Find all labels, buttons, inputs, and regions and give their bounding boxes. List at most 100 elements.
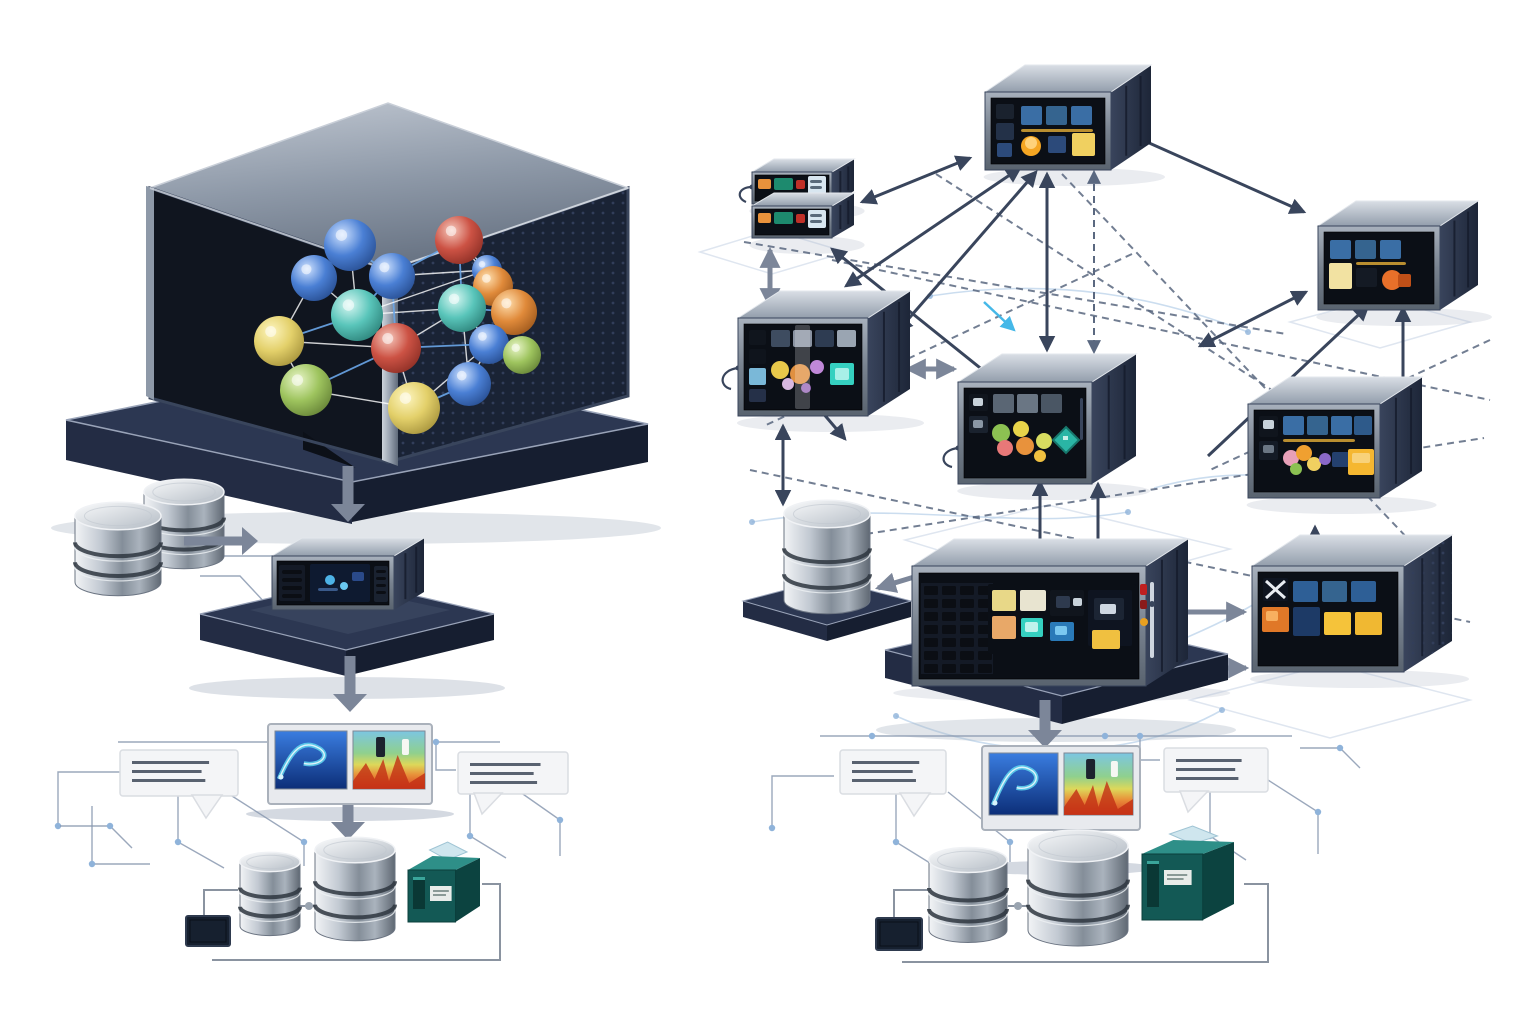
flow-arrow — [331, 466, 365, 522]
wave-visual-panel — [988, 752, 1059, 816]
screen-tile — [1398, 274, 1411, 287]
indicator-dot — [1013, 421, 1029, 437]
network-sphere — [469, 324, 509, 364]
doc-pointer — [190, 794, 224, 820]
screen-tile — [282, 578, 302, 582]
indicator-dot — [810, 360, 824, 374]
indicator-dot — [1307, 457, 1321, 471]
screen-tile — [973, 420, 983, 428]
network-sphere — [291, 255, 337, 301]
node-right-upper — [1246, 376, 1424, 499]
indicator-dot — [1319, 453, 1331, 465]
network-arrow — [896, 170, 1038, 333]
database-cylinder — [238, 851, 302, 937]
circuit-node-dot — [54, 822, 62, 830]
indicator-dot — [790, 364, 810, 384]
screen-tile — [376, 584, 386, 587]
screen-tile — [1041, 394, 1062, 413]
storage-wire — [212, 883, 501, 961]
screen-tile — [1355, 612, 1382, 635]
circuit-node-dot — [1101, 732, 1109, 740]
chip-module — [875, 917, 923, 951]
screen-tile — [993, 394, 1014, 413]
screen-tile — [1293, 581, 1318, 602]
dual-monitor — [267, 723, 433, 805]
node-center — [956, 353, 1138, 485]
screen-tile — [1356, 262, 1406, 265]
shadow — [957, 482, 1151, 500]
package-label — [430, 886, 452, 901]
doc-text-line — [132, 770, 202, 773]
objects — [65, 64, 1480, 724]
circuit-node-dot — [1314, 808, 1322, 816]
node-mini-rack-lower — [750, 192, 856, 239]
left-pipeline — [73, 478, 495, 676]
database-cylinder — [1026, 829, 1130, 947]
screen-tile — [1025, 622, 1038, 632]
screen-tile — [810, 214, 822, 217]
screen-tile — [1283, 416, 1304, 435]
neural-network-graph — [254, 216, 541, 434]
circuit-node-dot — [432, 738, 440, 746]
network-arrow — [1119, 128, 1307, 214]
screen-tile — [376, 577, 386, 580]
circuit-node-dot — [892, 838, 900, 846]
platform-right — [352, 424, 648, 522]
network-arrow — [983, 301, 1016, 332]
network-sphere — [438, 284, 486, 332]
screen-tile — [795, 325, 810, 409]
storage-row — [875, 825, 1269, 963]
network-sphere — [369, 253, 415, 299]
screen-tile — [992, 616, 1016, 639]
document-card — [119, 749, 239, 820]
circuit-node-dot — [556, 816, 564, 824]
screen-tile — [1330, 240, 1351, 259]
circuit-node-dot — [768, 824, 776, 832]
screen-tile — [835, 368, 849, 380]
gateway-appliance — [270, 537, 426, 611]
flow-arrow — [331, 798, 365, 840]
screen-tile — [1048, 136, 1066, 153]
flow-arrow — [333, 656, 367, 712]
screen-tile — [771, 330, 790, 347]
network-sphere — [280, 364, 332, 416]
circuit-trace — [1300, 747, 1361, 769]
indicator-dot — [992, 424, 1010, 442]
screen-tile — [1140, 600, 1147, 609]
screen-tile — [1380, 240, 1401, 259]
probe-marker — [401, 739, 409, 755]
screen-tile — [1283, 439, 1355, 442]
flow-arrow — [1028, 700, 1062, 748]
screen-tile — [1354, 416, 1372, 435]
node-top-center — [983, 64, 1153, 171]
screen-tile — [282, 586, 302, 590]
indicator-dot — [782, 378, 794, 390]
circuit-trace — [1267, 779, 1319, 854]
screen-tile — [1046, 106, 1067, 125]
software-package-box — [407, 841, 480, 923]
screen-tile — [1021, 106, 1042, 125]
screen-tile — [1307, 416, 1328, 435]
circuit-node-dot — [1336, 744, 1344, 752]
indicator-dot — [340, 582, 348, 590]
screen-tile — [1331, 416, 1352, 435]
network-arrow — [1197, 290, 1309, 348]
circuit-trace — [57, 771, 120, 826]
storage-row — [185, 836, 501, 961]
screen-tile — [282, 570, 302, 574]
screen-tile — [1329, 263, 1352, 289]
screen-tile — [1017, 394, 1038, 413]
indicator-dot — [1382, 270, 1402, 290]
network-arrow — [859, 155, 973, 205]
probe-marker — [1110, 761, 1118, 777]
indicator-dot — [1290, 463, 1302, 475]
circuit-node-dot — [106, 822, 114, 830]
platform-left — [66, 420, 352, 524]
monolithic-server — [65, 102, 649, 524]
screen-tile — [1150, 582, 1154, 658]
screen-tile — [1356, 268, 1377, 287]
screen-tile — [1071, 106, 1092, 125]
shadow — [749, 236, 865, 254]
